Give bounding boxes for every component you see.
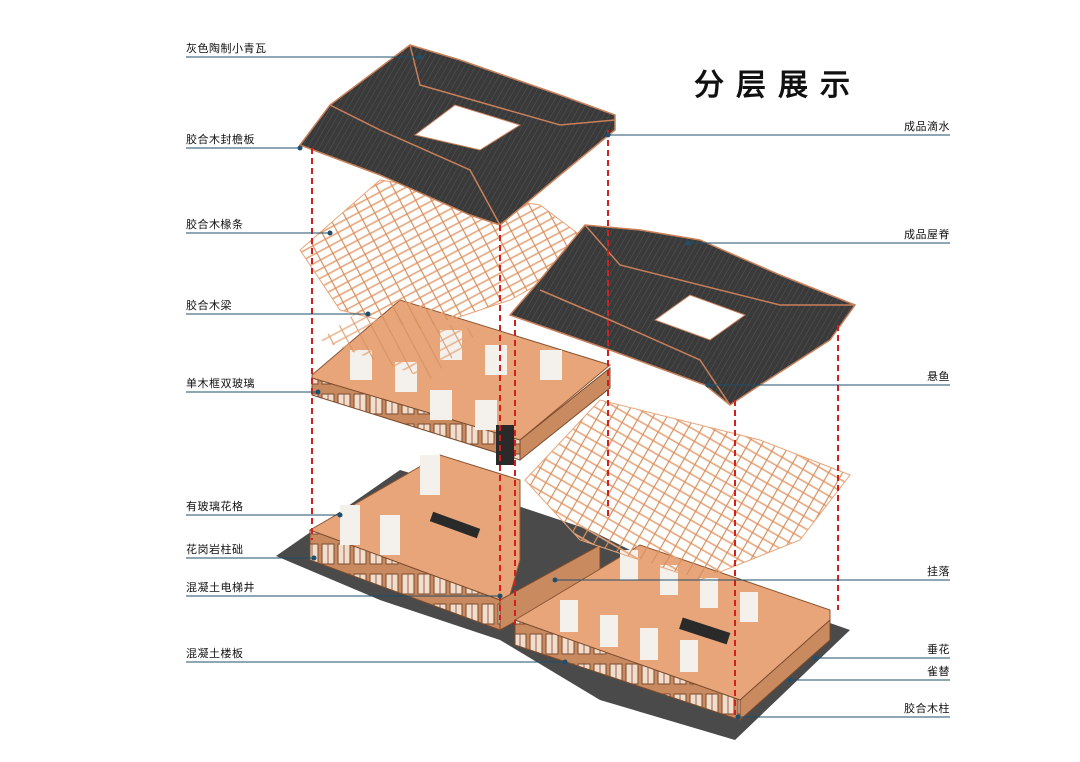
diagram-title: 分层展示 xyxy=(694,68,862,103)
label-concrete-slab: 混凝土楼板 xyxy=(186,647,244,660)
leader-lines-right xyxy=(555,134,950,718)
label-rafter: 胶合木椽条 xyxy=(186,218,244,231)
leader-dots-left xyxy=(297,54,568,665)
label-gable-fish: 悬鱼 xyxy=(927,370,950,383)
label-glass-lattice: 有玻璃花格 xyxy=(186,500,244,513)
label-pendant-flower: 垂花 xyxy=(927,643,950,656)
label-roof-tile: 灰色陶制小青瓦 xyxy=(186,42,267,55)
leader-dots-right xyxy=(552,132,818,720)
label-elevator-shaft: 混凝土电梯井 xyxy=(186,581,255,594)
projection-lines xyxy=(311,130,839,715)
label-granite-plinth: 花岗岩柱础 xyxy=(186,543,244,556)
label-bracket: 雀替 xyxy=(927,665,950,678)
roof-left xyxy=(298,44,616,226)
label-timber-column: 胶合木柱 xyxy=(904,702,950,715)
label-beam: 胶合木梁 xyxy=(186,299,232,312)
rafter-layer-right xyxy=(524,399,851,581)
ground-floor-right xyxy=(514,544,831,722)
label-drip-tile: 成品滴水 xyxy=(904,120,950,133)
upper-floor-frame xyxy=(311,299,612,465)
roof-right xyxy=(508,224,857,406)
label-double-glazing: 单木框双玻璃 xyxy=(186,377,255,390)
label-fascia-board: 胶合木封檐板 xyxy=(186,133,255,146)
ground-floor-left xyxy=(309,454,601,631)
label-hanging-fascia: 挂落 xyxy=(927,565,950,578)
leader-lines-left xyxy=(186,56,565,663)
label-ridge: 成品屋脊 xyxy=(904,228,950,241)
